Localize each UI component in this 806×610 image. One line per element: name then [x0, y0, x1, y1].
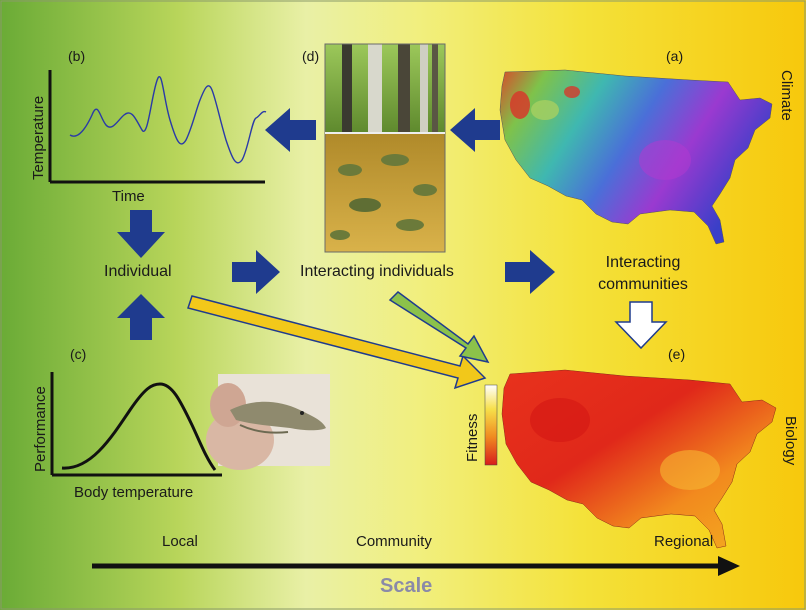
- habitat-photos: [324, 43, 446, 253]
- scale-regional-label: Regional: [654, 533, 714, 550]
- scale-community-label: Community: [356, 533, 432, 550]
- green-arrow: [388, 291, 490, 364]
- node-interacting-communities: Interacting communities: [598, 254, 688, 293]
- panel-label-e: (e): [668, 346, 686, 362]
- node-interacting-individuals: Interacting individuals: [300, 263, 454, 280]
- performance-axis-label: Performance: [32, 386, 49, 472]
- panel-label-b: (b): [68, 48, 86, 64]
- node-individual: Individual: [104, 263, 172, 280]
- scale-arrowhead: [718, 556, 740, 576]
- panel-label-a: (a): [666, 48, 684, 64]
- biology-label: Biology: [782, 416, 799, 466]
- performance-graph: [50, 372, 222, 477]
- climate-map: [499, 69, 773, 245]
- lizard-photo: [206, 374, 330, 470]
- climate-label: Climate: [778, 70, 795, 121]
- panel-label-c: (c): [70, 346, 87, 362]
- blue-arrows: [117, 108, 555, 340]
- time-axis-label: Time: [112, 188, 145, 205]
- white-down-arrow: [614, 301, 668, 350]
- yellow-arrow: [187, 295, 487, 390]
- fitness-legend-label: Fitness: [464, 413, 481, 462]
- temperature-axis-label: Temperature: [30, 95, 47, 180]
- panel-label-d: (d): [302, 48, 320, 64]
- scale-title: Scale: [380, 575, 433, 597]
- fitness-colorbar: [484, 384, 498, 466]
- body-temperature-axis-label: Body temperature: [74, 484, 194, 501]
- fitness-map: [501, 369, 777, 549]
- temperature-graph: [48, 70, 267, 184]
- scale-local-label: Local: [162, 533, 198, 550]
